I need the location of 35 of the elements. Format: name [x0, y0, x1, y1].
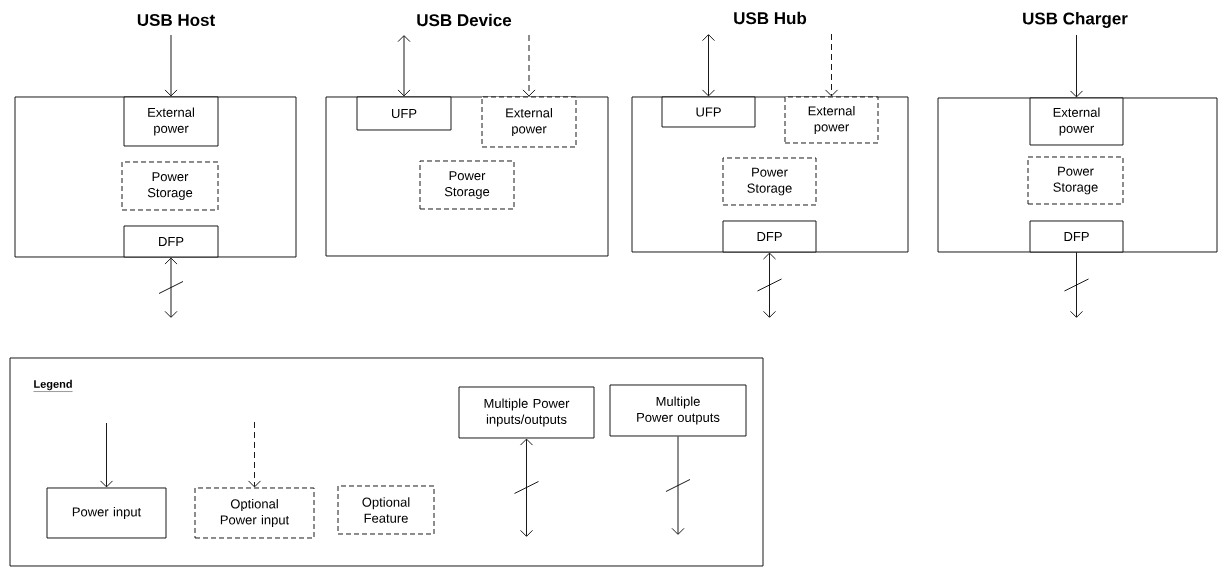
component-box: UFP: [356, 96, 452, 131]
bus-arrow: [665, 436, 691, 535]
component-box: DFP: [1029, 220, 1124, 253]
node-label: USB Device: [417, 13, 512, 27]
node-label: USB Charger: [1023, 12, 1128, 28]
component-box: External power: [123, 96, 219, 147]
bus-arrow: [1064, 252, 1089, 318]
component-box: Power input: [46, 487, 167, 539]
component-box: UFP: [661, 96, 756, 128]
bus-arrow: [158, 257, 184, 318]
optional-box: Power Storage: [1027, 156, 1124, 205]
arrow: [248, 421, 261, 488]
component-box: DFP: [722, 220, 817, 253]
component-box: External power: [1029, 97, 1124, 146]
node-label: USB Hub: [734, 11, 807, 25]
arrow: [1070, 34, 1083, 98]
arrow: [702, 34, 715, 97]
optional-box: Optional Feature: [337, 485, 435, 535]
optional-box: External power: [481, 96, 577, 148]
optional-box: Power Storage: [722, 157, 817, 206]
arrow: [825, 33, 838, 97]
optional-box: Power Storage: [121, 161, 219, 211]
optional-box: Optional Power input: [194, 487, 315, 539]
arrow: [164, 34, 178, 97]
bus-arrow: [757, 252, 782, 318]
component-box: Multiple Power outputs: [609, 384, 747, 437]
component-box: Multiple Power inputs/outputs: [458, 386, 595, 439]
arrow: [397, 35, 411, 97]
arrow: [522, 34, 536, 97]
arrow: [100, 422, 113, 488]
optional-box: External power: [784, 96, 879, 144]
bus-arrow: [514, 438, 539, 537]
component-box: DFP: [123, 225, 219, 258]
optional-box: Power Storage: [419, 160, 515, 210]
node-label: USB Host: [137, 13, 215, 27]
